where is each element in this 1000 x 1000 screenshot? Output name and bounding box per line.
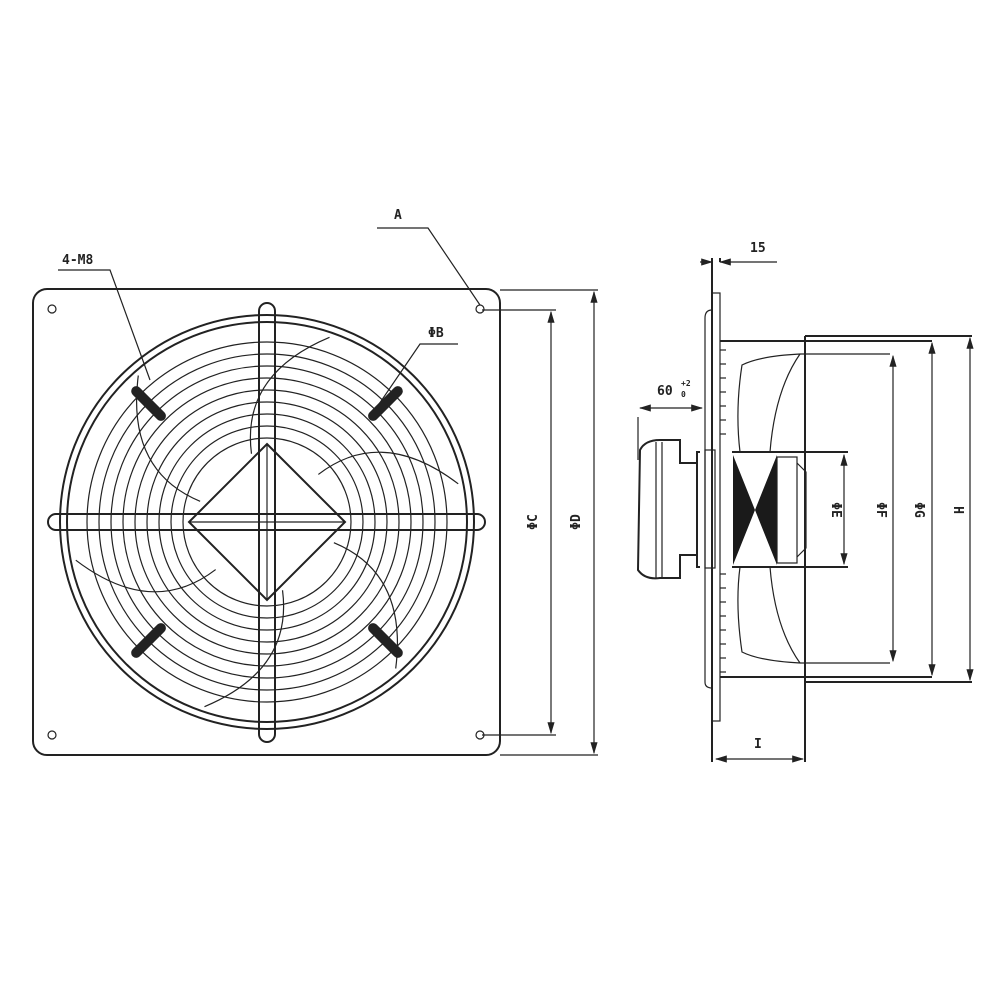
label-phi-c: ΦC [526, 514, 541, 530]
label-4-m8: 4-M8 [62, 253, 93, 268]
guard-ring [170, 425, 364, 619]
hole-icon [47, 730, 57, 740]
fan-blade [75, 559, 217, 593]
fan-guard [59, 314, 475, 730]
fan-blade [317, 451, 459, 485]
hub [187, 442, 347, 602]
label-60-tol-lower: 0 [681, 390, 686, 399]
label-phi-f: ΦF [873, 502, 888, 518]
guard-ring [86, 341, 448, 703]
label-60: 60 [657, 384, 673, 399]
side-plate-ticks [720, 349, 726, 673]
label-a: A [394, 208, 402, 223]
fan-blade [204, 590, 285, 708]
fan-blade [249, 336, 330, 454]
guard-ring [146, 401, 388, 643]
label-phi-b: ΦB [428, 326, 444, 341]
label-i: I [754, 737, 762, 752]
guard-ring [158, 413, 376, 631]
guard-ring [134, 389, 400, 655]
side-dimensions: 15 60 +2 0 ΦE ΦF ΦG H I [637, 241, 974, 763]
guard-ring [110, 365, 424, 679]
guard-ring [182, 437, 352, 607]
label-phi-d: ΦD [569, 514, 584, 530]
guard-clip [131, 386, 166, 421]
guard-ring [122, 377, 412, 667]
guard-clip [131, 623, 166, 658]
guard-clip [368, 386, 403, 421]
label-15: 15 [750, 241, 766, 256]
front-dimensions: A 4-M8 ΦB ΦC ΦD [58, 208, 598, 756]
guard-clip [368, 623, 403, 658]
mounting-plate [32, 288, 501, 756]
guard-ring [66, 321, 468, 723]
label-phi-g: ΦG [911, 502, 926, 518]
label-60-tol-upper: +2 [681, 379, 691, 388]
guard-ring [59, 314, 475, 730]
label-h: H [950, 506, 965, 514]
guard-ring [98, 353, 436, 691]
label-phi-e: ΦE [828, 502, 843, 518]
front-view [32, 288, 501, 756]
mounting-holes [47, 304, 485, 740]
hole-icon [47, 304, 57, 314]
hole-icon [475, 304, 485, 314]
